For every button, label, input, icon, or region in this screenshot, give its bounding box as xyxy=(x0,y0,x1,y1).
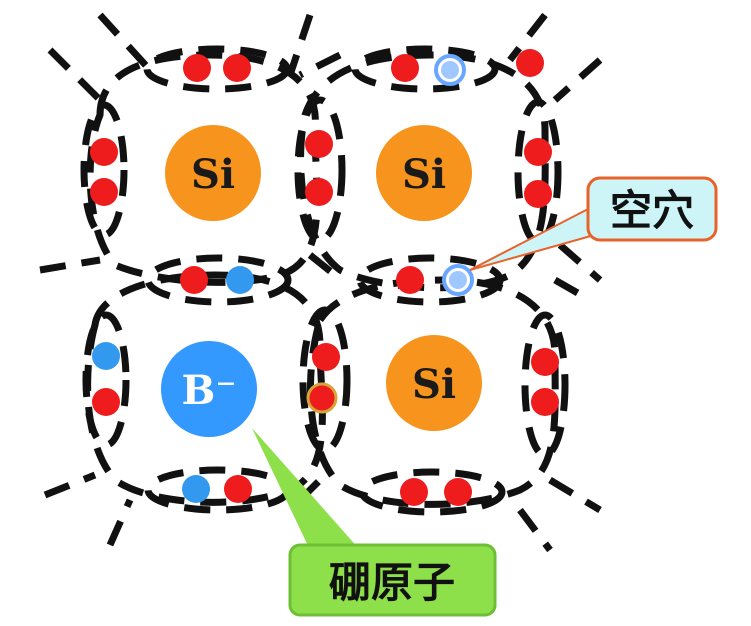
electron xyxy=(516,49,544,77)
bond-ellipse xyxy=(514,98,562,246)
electron xyxy=(312,343,340,371)
electron xyxy=(396,266,424,294)
outer-bond xyxy=(557,242,603,283)
boron-electrons xyxy=(92,266,254,503)
bond-frame-top-right xyxy=(297,51,549,292)
outer-bond xyxy=(553,276,592,304)
boron-electron xyxy=(182,475,210,503)
holes xyxy=(434,54,474,296)
outer-bond xyxy=(97,12,153,73)
callout-pointer xyxy=(252,428,360,550)
atom-label: B⁻ xyxy=(182,367,237,414)
electron xyxy=(400,478,428,506)
electron xyxy=(92,388,120,416)
electron xyxy=(391,54,419,82)
outer-bond xyxy=(47,47,103,103)
outer-bond xyxy=(43,471,97,499)
outer-bond xyxy=(106,498,134,547)
atom-si-top-left: Si xyxy=(165,125,261,221)
electron xyxy=(524,180,552,208)
atom-circle xyxy=(386,335,482,431)
bond-ellipse xyxy=(143,45,291,93)
boron-electron xyxy=(92,342,120,370)
callout-text: 硼原子 xyxy=(329,558,455,607)
outer-bond xyxy=(298,51,342,79)
callout-text: 空穴 xyxy=(610,186,694,235)
electron xyxy=(180,266,208,294)
bond-ellipse xyxy=(294,96,346,244)
callout-box xyxy=(288,543,497,617)
hole-inner xyxy=(441,61,459,79)
atom-label: Si xyxy=(412,361,456,408)
captured-electron xyxy=(306,382,338,414)
atom-circle xyxy=(165,125,261,221)
callout-pointer xyxy=(469,206,607,271)
outer-bond xyxy=(517,507,553,553)
callout-box xyxy=(586,176,718,242)
hole-inner xyxy=(449,271,467,289)
callout-hole: 空穴 xyxy=(469,176,718,271)
outer-bond xyxy=(39,256,101,274)
outer-bond xyxy=(552,57,603,103)
bond-ellipse xyxy=(80,101,128,239)
electron xyxy=(183,54,211,82)
bond-ellipse xyxy=(351,45,499,93)
outer-bonds xyxy=(39,12,603,553)
atom-label: Si xyxy=(402,151,446,198)
bond-ellipse xyxy=(144,254,292,306)
electron xyxy=(531,388,559,416)
electron xyxy=(305,178,333,206)
atom-circle xyxy=(376,125,472,221)
callout-boron: 硼原子 xyxy=(252,428,497,617)
bond-ellipse xyxy=(358,468,506,516)
electron xyxy=(444,478,472,506)
electrons xyxy=(90,49,559,506)
outer-bond xyxy=(286,13,314,77)
electron xyxy=(90,138,118,166)
outer-bond xyxy=(307,252,338,278)
bond-frames xyxy=(80,45,569,516)
bond-ellipse xyxy=(521,311,569,459)
outer-bond xyxy=(548,476,602,514)
bond-frame-bottom-right xyxy=(307,276,559,508)
atom-boron: B⁻ xyxy=(161,341,257,437)
bond-ellipse xyxy=(82,311,130,449)
atom-circle xyxy=(161,341,257,437)
bond-ellipse xyxy=(299,306,351,454)
electron xyxy=(305,130,333,158)
atom-si-top-right: Si xyxy=(376,125,472,221)
atom-label: Si xyxy=(191,151,235,198)
bond-frame-top-left xyxy=(86,51,321,286)
boron-electron xyxy=(226,266,254,294)
electron xyxy=(524,138,552,166)
atom-si-bottom-right: Si xyxy=(386,335,482,431)
electron xyxy=(223,54,251,82)
electron xyxy=(90,178,118,206)
bond-ellipse xyxy=(356,254,504,306)
electron xyxy=(531,348,559,376)
electron xyxy=(224,475,252,503)
outer-bond xyxy=(507,12,548,63)
